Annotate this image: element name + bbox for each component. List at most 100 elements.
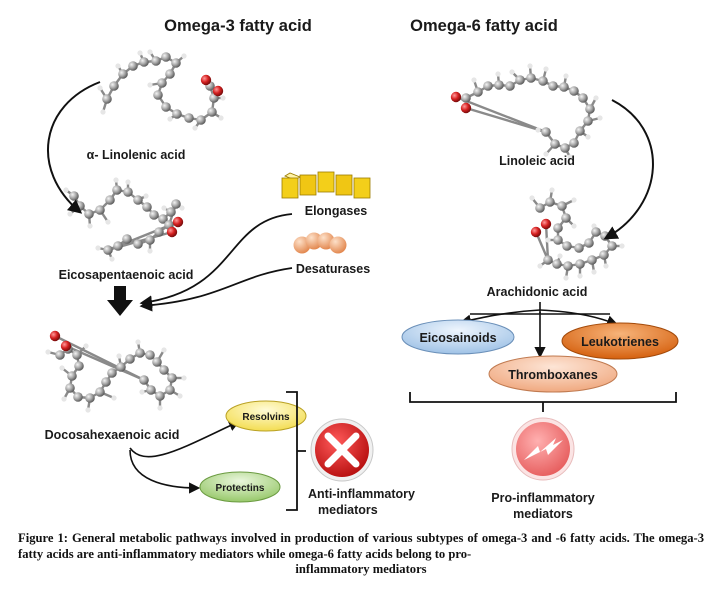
oxygen-atom — [212, 85, 224, 97]
resolvins-label: Resolvins — [242, 412, 290, 423]
carbon-atom — [142, 202, 152, 212]
hydrogen-atom — [543, 151, 549, 157]
hydrogen-atom — [139, 389, 145, 395]
la-to-aa-arrow — [603, 99, 654, 240]
carbon-atom — [116, 362, 126, 372]
dha-to-protectins-arrow — [129, 449, 201, 494]
carbon-atom — [473, 87, 483, 97]
oxygen-atom — [60, 340, 72, 352]
carbon-atom — [103, 245, 113, 255]
carbon-atom — [118, 69, 128, 79]
resolvins-oval — [225, 400, 307, 432]
hydrogen-atom — [85, 407, 91, 413]
carbon-atom — [158, 214, 168, 224]
carbon-atom — [113, 241, 123, 251]
carbon-atom — [122, 234, 132, 244]
arachidonic-acid-label: Arachidonic acid — [487, 285, 588, 299]
hydrogen-atom — [218, 115, 224, 121]
desaturases-arrow — [139, 267, 293, 312]
leukotrienes-label: Leukotrienes — [581, 335, 659, 349]
protectins-oval — [199, 471, 281, 503]
eicosapentaenoic-acid-molecule — [63, 177, 185, 262]
elongases-arrow — [139, 213, 293, 308]
carbon-atom — [171, 199, 181, 209]
hydrogen-atom — [181, 53, 187, 59]
desaturases-label: Desaturases — [296, 262, 370, 276]
eicosapentaenoic-acid-label: Eicosapentaenoic acid — [59, 268, 194, 282]
carbon-atom — [587, 255, 597, 265]
carbon-atom — [166, 207, 176, 217]
carbon-atom — [483, 81, 493, 91]
carbon-atom — [161, 102, 171, 112]
hydrogen-atom — [603, 263, 609, 269]
carbon-atom — [128, 61, 138, 71]
carbon-atom — [545, 197, 555, 207]
hydrogen-atom — [147, 82, 153, 88]
carbon-atom — [207, 107, 217, 117]
carbon-atom — [562, 241, 572, 251]
hydrogen-atom — [563, 275, 569, 281]
carbon-atom — [161, 52, 171, 62]
oxygen-atom — [166, 226, 178, 238]
carbon-atom — [84, 209, 94, 219]
carbon-atom — [72, 350, 82, 360]
hydrogen-atom — [137, 50, 143, 56]
carbon-atom — [165, 385, 175, 395]
carbon-atom — [526, 73, 536, 83]
carbon-atom — [74, 361, 84, 371]
carbon-atom — [585, 104, 595, 114]
bond — [455, 95, 547, 134]
hydrogen-atom — [87, 223, 93, 229]
hydrogen-atom — [179, 205, 185, 211]
carbon-atom — [55, 350, 65, 360]
alpha-linolenic-acid-molecule — [97, 49, 226, 131]
oxygen-atom — [450, 91, 462, 103]
alpha-linolenic-acid-label: α- Linolenic acid — [87, 148, 186, 162]
dha-to-resolvins-arrow — [129, 420, 241, 458]
anti-inflammatory-cross-icon — [310, 418, 374, 482]
carbon-atom — [584, 238, 594, 248]
hydrogen-atom — [557, 253, 563, 259]
hydrogen-atom — [597, 115, 603, 121]
carbon-atom — [157, 78, 167, 88]
hydrogen-atom — [59, 365, 65, 371]
carbon-atom — [172, 109, 182, 119]
ala-to-epa-arrow — [46, 81, 101, 214]
docosahexaenoic-acid-label: Docosahexaenoic acid — [45, 428, 180, 442]
hydrogen-atom — [143, 193, 149, 199]
oxygen-atom — [530, 226, 542, 238]
carbon-atom — [139, 375, 149, 385]
hydrogen-atom — [105, 219, 111, 225]
carbon-atom — [149, 210, 159, 220]
carbon-atom — [552, 259, 562, 269]
carbon-atom — [73, 392, 83, 402]
hydrogen-atom — [549, 187, 555, 193]
hydrogen-atom — [161, 347, 167, 353]
hydrogen-atom — [220, 95, 226, 101]
carbon-atom — [85, 393, 95, 403]
hydrogen-atom — [495, 71, 501, 77]
pro-inflammatory-bracket — [409, 392, 677, 412]
carbon-atom — [135, 348, 145, 358]
eicosanoids-label: Eicosainoids — [419, 331, 496, 345]
hydrogen-atom — [509, 69, 515, 75]
thromboxanes-oval — [488, 355, 618, 393]
hydrogen-atom — [585, 134, 591, 140]
hydrogen-atom — [63, 187, 69, 193]
oxygen-atom — [200, 74, 212, 86]
hydrogen-atom — [135, 339, 141, 345]
carbon-atom — [607, 241, 617, 251]
oxygen-atom — [460, 102, 472, 114]
carbon-atom — [569, 138, 579, 148]
anti-inflammatory-line1: Anti-inflammatory — [308, 487, 415, 501]
carbon-atom — [541, 127, 551, 137]
hydrogen-atom — [111, 395, 117, 401]
hydrogen-atom — [45, 349, 51, 355]
arachidonic-acid-molecule — [529, 187, 625, 281]
carbon-atom — [95, 205, 105, 215]
carbon-atom — [461, 93, 471, 103]
hydrogen-atom — [67, 211, 73, 217]
hydrogen-atom — [543, 66, 549, 72]
hydrogen-atom — [535, 127, 541, 133]
